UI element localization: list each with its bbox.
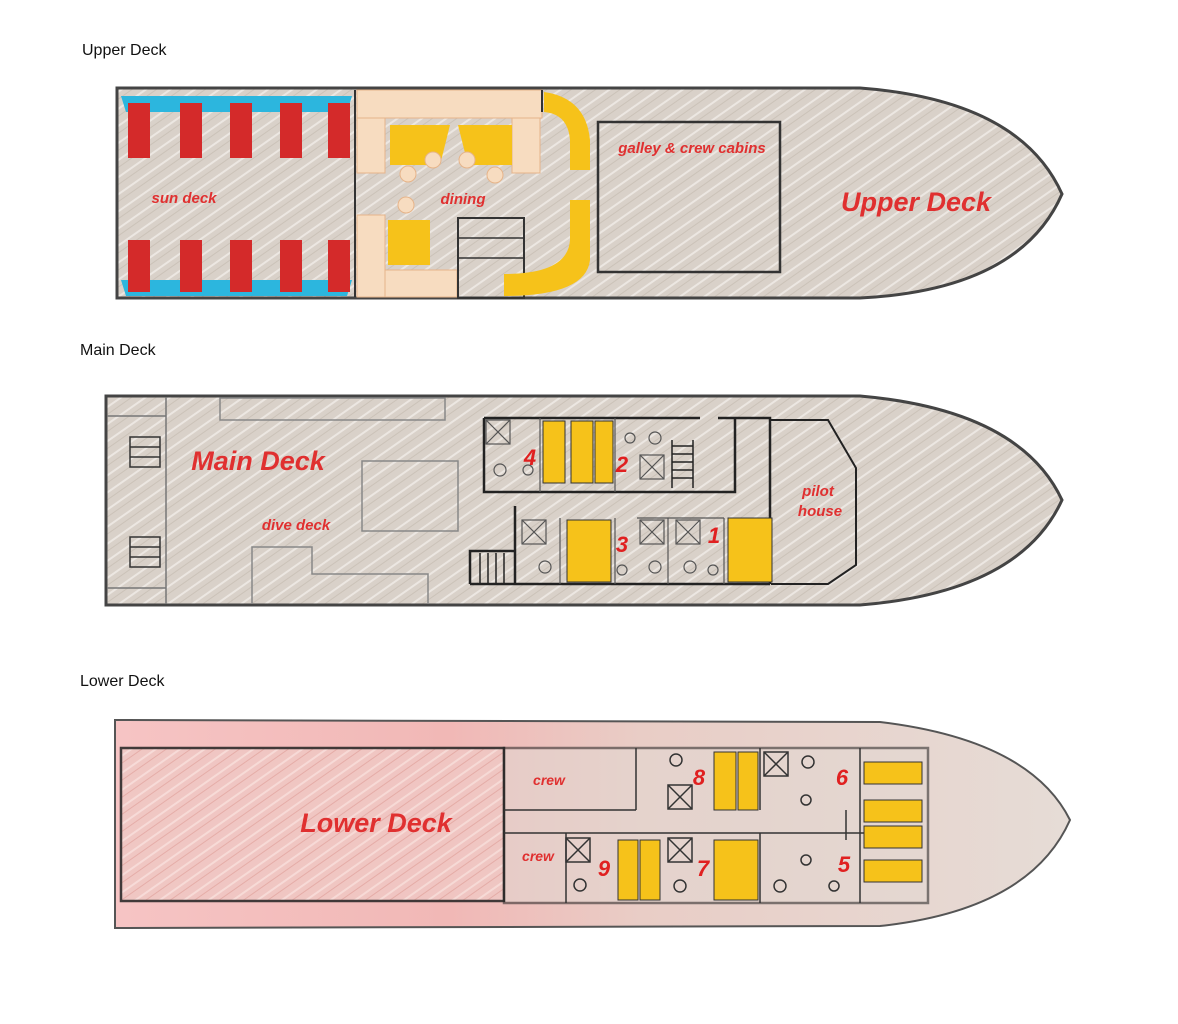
sun-loungers-bottom — [128, 240, 350, 292]
main-deck-heading: Main Deck — [80, 342, 156, 359]
cabin-5-label: 5 — [838, 852, 851, 877]
main-deck-big-label: Main Deck — [191, 446, 327, 476]
dive-deck-label: dive deck — [262, 517, 331, 534]
crew-top-label: crew — [533, 772, 566, 788]
lower-walls — [504, 748, 900, 903]
dining-label: dining — [441, 191, 486, 208]
lower-deck-heading: Lower Deck — [80, 673, 165, 690]
cabin-4-label: 4 — [523, 445, 536, 470]
main-inner-stairs — [479, 440, 694, 583]
cabin-9-label: 9 — [598, 856, 611, 881]
upper-deck: sun deck dining galley & crew cabins Upp… — [115, 86, 1064, 300]
upper-deck-hull — [115, 86, 1064, 300]
crew-bottom-label: crew — [522, 848, 555, 864]
sun-deck-label: sun deck — [151, 190, 217, 207]
cabin-1-label: 1 — [708, 523, 720, 548]
galley-label: galley & crew cabins — [617, 140, 766, 157]
cabin-6-label: 6 — [836, 765, 849, 790]
main-deck-bathrooms — [485, 418, 725, 584]
upper-deck-big-label: Upper Deck — [841, 187, 993, 217]
lower-deck-beds — [617, 751, 923, 901]
lower-deck-big-label: Lower Deck — [300, 808, 454, 838]
cabin-8-label: 8 — [693, 765, 706, 790]
galley-room — [596, 120, 782, 274]
bar-counter — [504, 92, 590, 296]
main-deck-beds — [542, 420, 773, 583]
stern-steps — [129, 436, 161, 568]
main-deck: 4 2 3 1 Main Deck dive deck pilot house — [104, 394, 1064, 607]
upper-deck-heading: Upper Deck — [82, 42, 167, 59]
cabin-7-label: 7 — [697, 856, 711, 881]
main-deck-hull — [104, 394, 1064, 607]
house-label: house — [798, 503, 842, 520]
dining-area — [356, 89, 543, 299]
lower-deck: Lower Deck crew crew 8 6 9 7 5 — [114, 718, 1072, 930]
lower-hold — [119, 746, 506, 903]
cabin-2-label: 2 — [615, 452, 629, 477]
pilot-label: pilot — [801, 483, 835, 500]
main-cabins-block — [468, 416, 857, 586]
cabin-3-label: 3 — [616, 532, 628, 557]
